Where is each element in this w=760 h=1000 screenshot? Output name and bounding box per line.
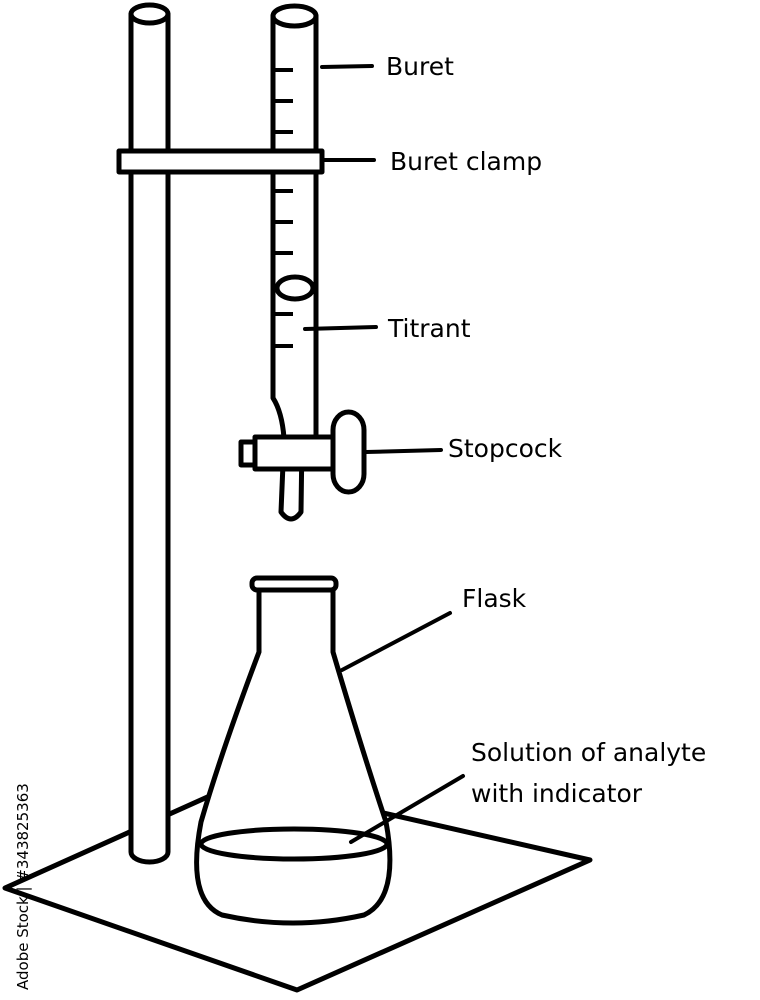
label-leader-lines — [303, 64, 465, 844]
label-titrant: Titrant — [387, 314, 471, 343]
label-solution-line2: with indicator — [471, 779, 643, 808]
label-buret: Buret — [386, 52, 454, 81]
label-solution-line1: Solution of analyte — [471, 738, 706, 767]
label-flask: Flask — [462, 584, 527, 613]
erlenmeyer-flask — [194, 575, 393, 926]
label-stopcock: Stopcock — [448, 434, 563, 463]
stock-watermark-id: Adobe Stock | #343825363 — [14, 783, 32, 990]
titrant-meniscus — [274, 274, 316, 302]
analyte-solution-surface — [198, 826, 390, 862]
buret-graduations — [275, 68, 293, 348]
stopcock-valve — [238, 409, 367, 495]
buret-clamp — [116, 148, 325, 175]
label-buret-clamp: Buret clamp — [390, 147, 542, 176]
stand-rod — [128, 2, 171, 866]
